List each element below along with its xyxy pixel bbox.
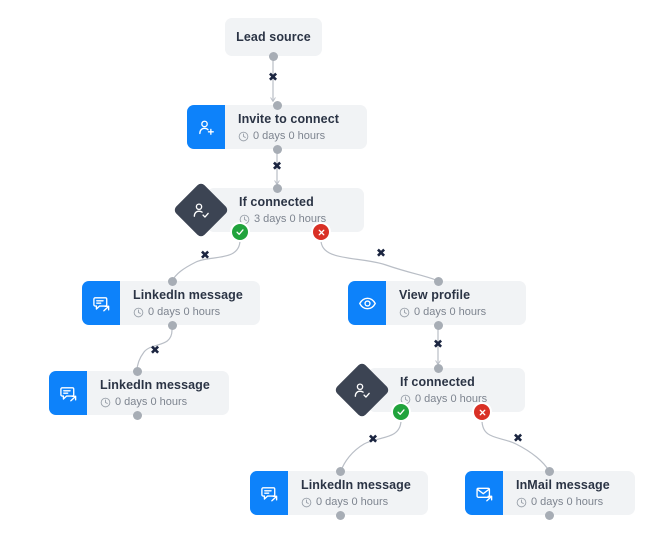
node-title: LinkedIn message <box>301 477 411 492</box>
clock-icon <box>301 497 312 508</box>
clock-icon <box>516 497 527 508</box>
node-body: LinkedIn message 0 days 0 hours <box>87 371 229 415</box>
decision-diamond[interactable] <box>333 361 391 419</box>
node-invite-to-connect[interactable]: Invite to connect 0 days 0 hours <box>187 105 367 149</box>
node-body: If connected 0 days 0 hours <box>368 368 525 412</box>
node-title: View profile <box>399 287 471 302</box>
node-duration-text: 0 days 0 hours <box>414 305 487 318</box>
user-plus-icon <box>187 105 225 149</box>
edge-delete-handle[interactable]: ✖ <box>199 248 211 262</box>
connector-dot-out[interactable] <box>168 321 177 330</box>
node-title: Invite to connect <box>238 111 340 126</box>
connector-dot-in[interactable] <box>545 467 554 476</box>
user-check-icon <box>192 201 211 220</box>
edge-delete-handle[interactable]: ✖ <box>271 159 283 173</box>
branch-badge-no[interactable] <box>313 224 329 240</box>
connector-dot-in[interactable] <box>434 364 443 373</box>
connector-dot-out[interactable] <box>133 411 142 420</box>
edge-delete-handle[interactable]: ✖ <box>512 431 524 445</box>
connector-dot-out[interactable] <box>336 511 345 520</box>
clock-icon <box>400 394 411 405</box>
node-lead-source[interactable]: Lead source <box>225 18 322 56</box>
node-body: LinkedIn message 0 days 0 hours <box>120 281 260 325</box>
node-duration-text: 0 days 0 hours <box>253 129 326 142</box>
connector-dot-in[interactable] <box>133 367 142 376</box>
node-duration: 3 days 0 hours <box>239 213 352 226</box>
node-title: Lead source <box>236 29 311 44</box>
connector-dot-in[interactable] <box>273 101 282 110</box>
clock-icon <box>239 214 250 225</box>
edge-delete-handle[interactable]: ✖ <box>149 343 161 357</box>
node-duration: 0 days 0 hours <box>301 496 416 509</box>
node-title: InMail message <box>516 477 610 492</box>
branch-badge-yes[interactable] <box>232 224 248 240</box>
edge-delete-handle[interactable]: ✖ <box>267 70 279 84</box>
node-linkedin-message-1[interactable]: LinkedIn message 0 days 0 hours <box>82 281 260 325</box>
node-body: Invite to connect 0 days 0 hours <box>225 105 367 149</box>
eye-icon <box>348 281 386 325</box>
node-title: If connected <box>400 374 475 389</box>
node-title: LinkedIn message <box>133 287 243 302</box>
node-body: Lead source <box>225 30 322 45</box>
node-title: LinkedIn message <box>100 377 210 392</box>
connector-dot-out[interactable] <box>269 52 278 61</box>
connector-dot-out[interactable] <box>545 511 554 520</box>
edge-delete-handle[interactable]: ✖ <box>367 432 379 446</box>
node-if-connected-2[interactable]: If connected 0 days 0 hours <box>368 368 525 412</box>
branch-badge-no[interactable] <box>474 404 490 420</box>
node-linkedin-message-3[interactable]: LinkedIn message 0 days 0 hours <box>250 471 428 515</box>
node-duration-text: 0 days 0 hours <box>316 495 389 508</box>
clock-icon <box>133 307 144 318</box>
node-linkedin-message-2[interactable]: LinkedIn message 0 days 0 hours <box>49 371 229 415</box>
linkedin-message-icon <box>82 281 120 325</box>
node-body: View profile 0 days 0 hours <box>386 281 526 325</box>
node-body: If connected 3 days 0 hours <box>207 188 364 232</box>
decision-diamond[interactable] <box>172 181 230 239</box>
linkedin-message-icon <box>49 371 87 415</box>
node-duration-text: 3 days 0 hours <box>254 212 327 225</box>
node-body: InMail message 0 days 0 hours <box>503 471 635 515</box>
edge-delete-handle[interactable]: ✖ <box>375 246 387 260</box>
clock-icon <box>100 397 111 408</box>
node-duration: 0 days 0 hours <box>133 306 248 319</box>
node-duration: 0 days 0 hours <box>400 393 513 406</box>
connector-dot-in[interactable] <box>273 184 282 193</box>
node-duration-text: 0 days 0 hours <box>148 305 221 318</box>
node-duration: 0 days 0 hours <box>238 130 355 143</box>
node-duration-text: 0 days 0 hours <box>115 395 188 408</box>
clock-icon <box>399 307 410 318</box>
node-body: LinkedIn message 0 days 0 hours <box>288 471 428 515</box>
inmail-message-icon <box>465 471 503 515</box>
node-duration: 0 days 0 hours <box>100 396 217 409</box>
node-if-connected-1[interactable]: If connected 3 days 0 hours <box>207 188 364 232</box>
connector-dot-in[interactable] <box>434 277 443 286</box>
branch-badge-yes[interactable] <box>393 404 409 420</box>
connector-dot-out[interactable] <box>434 321 443 330</box>
user-check-icon <box>353 381 372 400</box>
connector-dot-in[interactable] <box>168 277 177 286</box>
node-duration-text: 0 days 0 hours <box>415 392 488 405</box>
node-title: If connected <box>239 194 314 209</box>
linkedin-message-icon <box>250 471 288 515</box>
node-duration: 0 days 0 hours <box>516 496 623 509</box>
node-duration-text: 0 days 0 hours <box>531 495 604 508</box>
edge-delete-handle[interactable]: ✖ <box>432 337 444 351</box>
edge-ifconnected2-no-inmail <box>481 419 551 473</box>
connector-dot-out[interactable] <box>273 145 282 154</box>
clock-icon <box>238 131 249 142</box>
node-view-profile[interactable]: View profile 0 days 0 hours <box>348 281 526 325</box>
node-duration: 0 days 0 hours <box>399 306 514 319</box>
connector-dot-in[interactable] <box>336 467 345 476</box>
node-inmail-message[interactable]: InMail message 0 days 0 hours <box>465 471 635 515</box>
